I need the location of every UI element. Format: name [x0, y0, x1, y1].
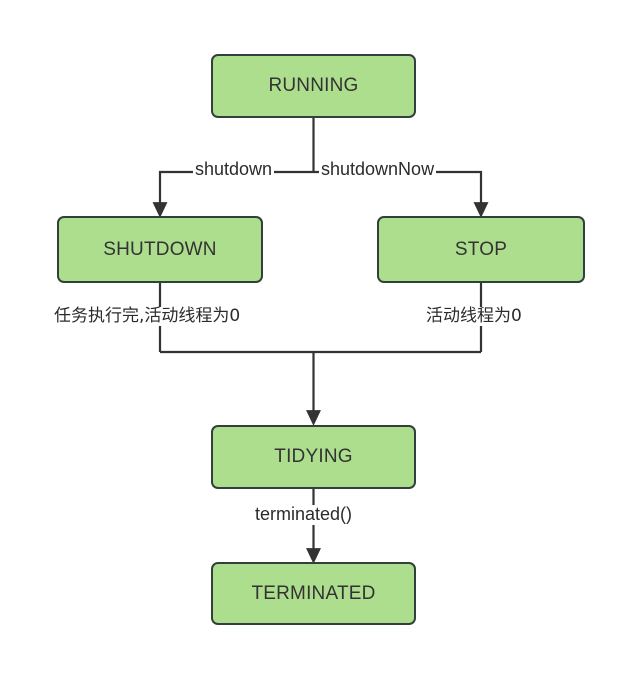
state-node-stop[interactable]: STOP — [377, 216, 585, 283]
state-node-terminated-label: TERMINATED — [251, 582, 376, 604]
state-node-terminated[interactable]: TERMINATED — [211, 562, 416, 625]
edge-label-tasks-done-zero-threads: 任务执行完,活动线程为0 — [52, 306, 243, 326]
state-node-shutdown[interactable]: SHUTDOWN — [57, 216, 263, 283]
edge-label-terminated-callback: terminated() — [253, 504, 355, 525]
state-node-running[interactable]: RUNNING — [211, 54, 416, 118]
edge-label-shutdown-now: shutdownNow — [319, 159, 437, 180]
state-node-shutdown-label: SHUTDOWN — [103, 238, 217, 260]
state-node-tidying-label: TIDYING — [274, 446, 353, 467]
edge-label-zero-active-threads: 活动线程为0 — [424, 306, 524, 326]
state-node-stop-label: STOP — [454, 238, 508, 260]
edge-label-shutdown: shutdown — [193, 159, 275, 180]
state-node-running-label: RUNNING — [268, 75, 359, 96]
state-node-tidying[interactable]: TIDYING — [211, 425, 416, 489]
